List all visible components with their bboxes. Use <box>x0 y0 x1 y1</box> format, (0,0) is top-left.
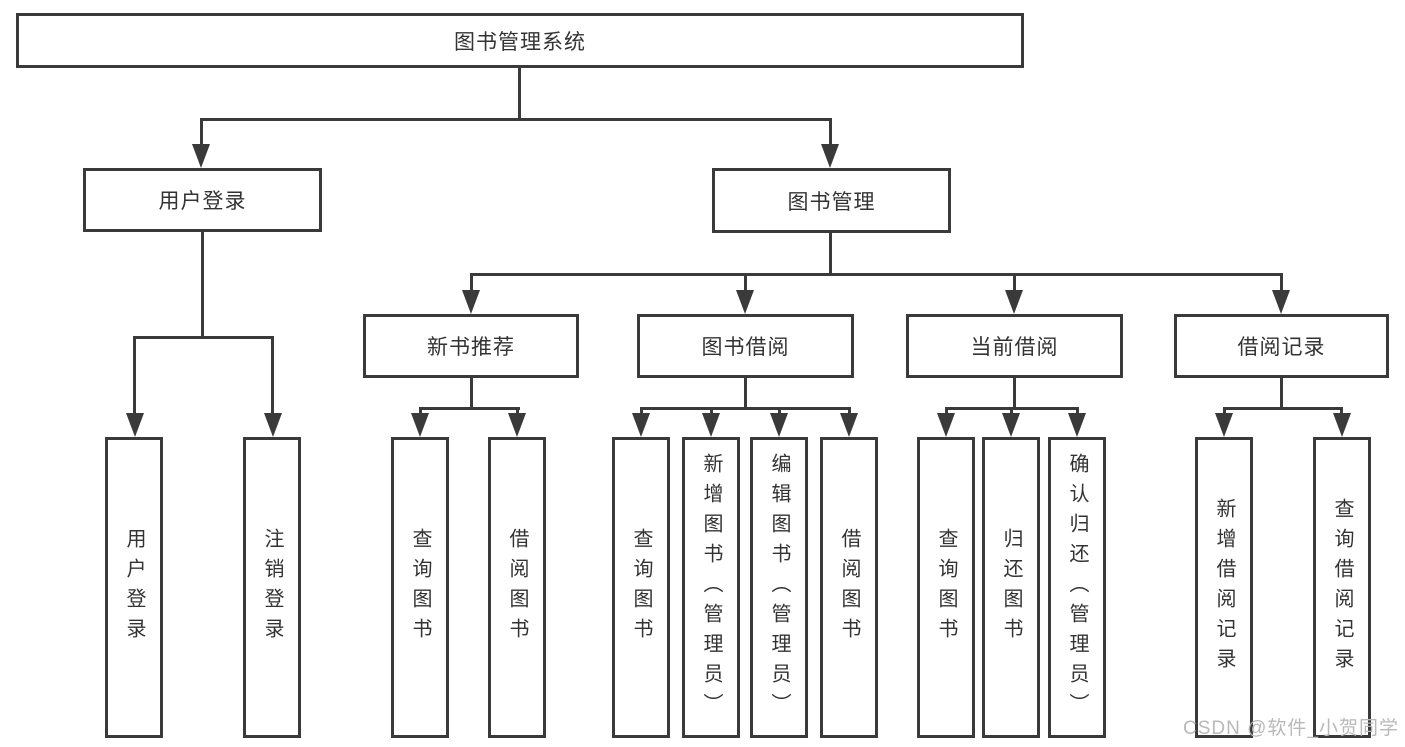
node-label: 新书推荐 <box>427 336 515 359</box>
connector-bookmgmt-drop <box>829 233 832 276</box>
node-label: 查询图书 <box>409 527 431 648</box>
node-nb-borrow-book: 借阅图书 <box>488 437 546 738</box>
node-label: 确认归还（管理员） <box>1066 452 1088 723</box>
arrow-down-icon <box>462 290 480 314</box>
node-book-borrow: 图书借阅 <box>637 314 854 378</box>
arrow-down-icon <box>736 290 754 314</box>
arrow-down-icon <box>1333 413 1351 437</box>
connector-stem <box>470 273 473 293</box>
connector-rail <box>419 407 520 410</box>
arrow-down-icon <box>821 144 839 168</box>
node-label: 新增图书（管理员） <box>700 452 722 723</box>
connector-stem <box>133 336 136 416</box>
node-cb-query-book: 查询图书 <box>917 437 975 738</box>
connector-drop <box>1280 378 1283 410</box>
node-root: 图书管理系统 <box>16 13 1024 68</box>
node-label: 归还图书 <box>1000 527 1022 648</box>
arrow-down-icon <box>192 144 210 168</box>
node-label: 图书借阅 <box>701 336 790 359</box>
connector-stem <box>1223 407 1226 417</box>
node-nb-query-book: 查询图书 <box>391 437 449 738</box>
node-bb-add-book-admin: 新增图书（管理员） <box>682 437 740 738</box>
connector-root-drop <box>518 68 521 121</box>
connector-stem <box>744 273 747 293</box>
node-label: 注销登录 <box>261 527 283 648</box>
arrow-down-icon <box>126 413 144 437</box>
node-book-management: 图书管理 <box>712 168 951 233</box>
connector-stem <box>1010 407 1013 417</box>
connector-stem <box>848 407 851 417</box>
connector-drop <box>744 378 747 410</box>
connector-userlogin-rail <box>133 336 274 339</box>
connector-stem <box>1076 407 1079 417</box>
connector-stem <box>778 407 781 417</box>
connector-drop <box>1013 378 1016 410</box>
node-new-book-recommend: 新书推荐 <box>363 314 579 378</box>
connector-stem <box>516 407 519 417</box>
connector-stem <box>271 336 274 416</box>
arrow-down-icon <box>508 413 526 437</box>
connector-rail <box>640 407 851 410</box>
node-label: 图书管理 <box>787 190 876 214</box>
node-label: 图书管理系统 <box>454 30 586 54</box>
node-logout: 注销登录 <box>243 437 301 738</box>
connector-stem <box>640 407 643 417</box>
node-cb-return-book: 归还图书 <box>982 437 1040 738</box>
node-bb-edit-book-admin: 编辑图书（管理员） <box>750 437 808 738</box>
connector-drop <box>470 378 473 410</box>
node-label: 借阅图书 <box>838 527 860 648</box>
connector-stem <box>829 118 832 150</box>
connector-stem <box>945 407 948 417</box>
arrow-down-icon <box>632 413 650 437</box>
node-label: 用户登录 <box>123 527 145 648</box>
node-bb-borrow-book: 借阅图书 <box>820 437 878 738</box>
connector-stem <box>419 407 422 417</box>
connector-stem <box>1013 273 1016 293</box>
node-cb-confirm-return-admin: 确认归还（管理员） <box>1048 437 1106 738</box>
arrow-down-icon <box>1068 413 1086 437</box>
connector-userlogin-drop <box>201 232 204 338</box>
connector-level3-rail <box>470 273 1283 276</box>
node-br-query-record: 查询借阅记录 <box>1313 437 1371 738</box>
node-label: 查询图书 <box>630 527 652 648</box>
node-label: 新增借阅记录 <box>1213 497 1235 678</box>
arrow-down-icon <box>1215 413 1233 437</box>
node-label: 查询图书 <box>935 527 957 648</box>
connector-level2-rail <box>200 118 832 121</box>
arrow-down-icon <box>770 413 788 437</box>
node-label: 借阅图书 <box>506 527 528 648</box>
node-br-add-record: 新增借阅记录 <box>1195 437 1253 738</box>
node-user-login: 用户登录 <box>105 437 163 738</box>
arrow-down-icon <box>1002 413 1020 437</box>
arrow-down-icon <box>264 413 282 437</box>
connector-stem <box>1340 407 1343 417</box>
arrow-down-icon <box>411 413 429 437</box>
arrow-down-icon <box>840 413 858 437</box>
csdn-watermark: CSDN @软件_小贺同学 <box>1183 718 1399 739</box>
node-user-login-group: 用户登录 <box>83 168 322 232</box>
connector-stem <box>1280 273 1283 293</box>
node-label: 编辑图书（管理员） <box>768 452 790 723</box>
arrow-down-icon <box>1005 290 1023 314</box>
arrow-down-icon <box>937 413 955 437</box>
connector-stem <box>710 407 713 417</box>
node-label: 当前借阅 <box>970 336 1059 359</box>
node-current-borrow: 当前借阅 <box>906 314 1123 378</box>
node-borrow-record: 借阅记录 <box>1174 314 1389 378</box>
connector-rail <box>1223 407 1343 410</box>
node-label: 借阅记录 <box>1237 336 1326 359</box>
arrow-down-icon <box>1272 290 1290 314</box>
node-label: 用户登录 <box>158 190 247 213</box>
arrow-down-icon <box>702 413 720 437</box>
node-bb-query-book: 查询图书 <box>612 437 670 738</box>
connector-stem <box>200 118 203 150</box>
node-label: 查询借阅记录 <box>1331 497 1353 678</box>
